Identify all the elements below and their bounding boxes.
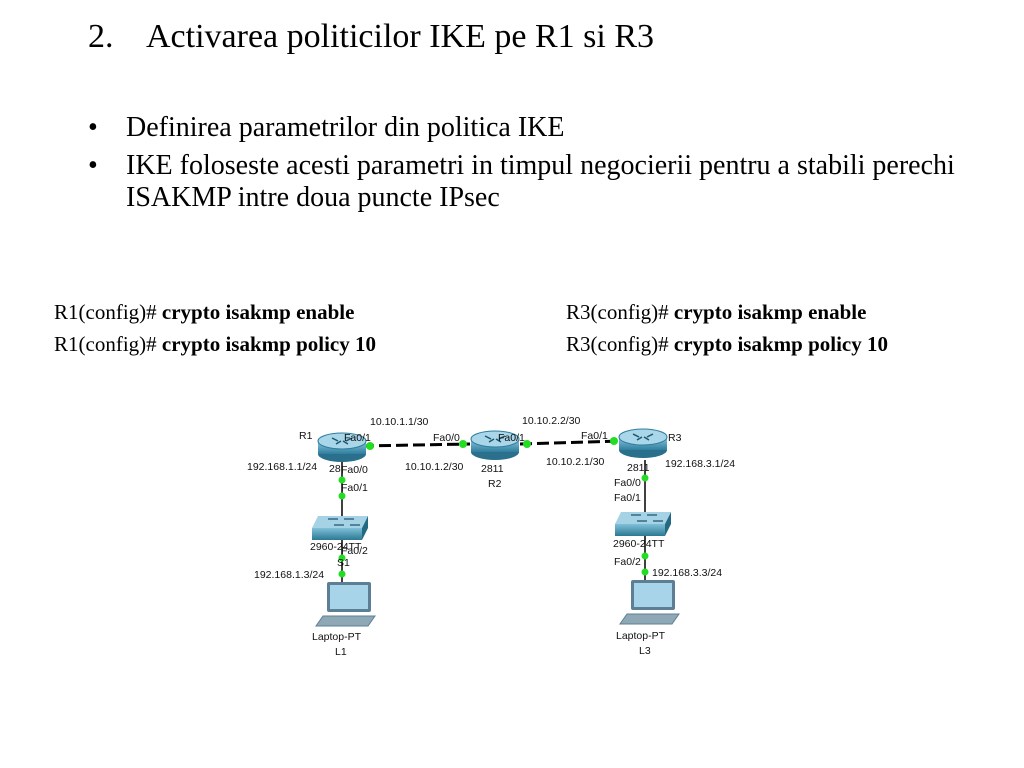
r1-ip-label: 192.168.1.1/24 (247, 461, 317, 473)
link23-ip-top-label: 10.10.2.2/30 (522, 415, 581, 427)
r3-model-label: 2811 (627, 462, 650, 474)
r3-name-label: R3 (668, 432, 682, 444)
bullet-item: •IKE foloseste acesti parametri in timpu… (88, 150, 955, 213)
link23-ip-bottom-label: 10.10.2.1/30 (546, 456, 605, 468)
bullet-dot: • (88, 150, 98, 181)
link-dot (338, 570, 346, 578)
link-dot (523, 440, 531, 448)
s3-down-if-label: Fa0/2 (614, 556, 641, 568)
r1-commands: R1(config)# crypto isakmp enable R1(conf… (54, 296, 376, 360)
router-icon (618, 428, 668, 458)
l1-type-label: Laptop-PT (312, 631, 362, 643)
title-number: 2. (88, 18, 114, 55)
r2-model-label: 2811 (481, 463, 504, 475)
link-dot (610, 437, 618, 445)
s1-down-if-label: Fa0/2 (341, 545, 368, 557)
laptop-icon (619, 580, 680, 625)
title-text: Activarea politicilor IKE pe R1 si R3 (146, 18, 654, 55)
link-dot (338, 554, 346, 562)
r2-right-if-label: Fa0/1 (498, 432, 525, 444)
r3-wan-if-label: Fa0/1 (581, 430, 608, 442)
r1-lan-if-label: Fa0/0 (341, 464, 368, 476)
link-dot (641, 568, 649, 576)
router-icon (317, 432, 367, 462)
s1-model-label: 2960-24TT (310, 541, 362, 553)
command-line: R3(config)# crypto isakmp policy 10 (566, 332, 888, 356)
link-dot (641, 474, 649, 482)
bullet-dot: • (88, 112, 98, 143)
l3-ip-label: 192.168.3.3/24 (652, 567, 722, 579)
r3-ip-label: 192.168.3.1/24 (665, 458, 735, 470)
l1-name-label: L1 (335, 646, 347, 658)
r1-wan-if-label: Fa0/1 (344, 432, 371, 444)
command-line: R1(config)# crypto isakmp enable (54, 300, 355, 324)
r3-commands: R3(config)# crypto isakmp enable R3(conf… (566, 296, 888, 360)
l3-name-label: L3 (639, 645, 651, 657)
r1-name-label: R1 (299, 430, 313, 442)
link-dot (459, 440, 467, 448)
s1-name-label: S1 (337, 557, 350, 569)
command-line: R1(config)# crypto isakmp policy 10 (54, 332, 376, 356)
r1-model-label: 28 (329, 463, 341, 475)
r2-ip-label: 10.10.1.2/30 (405, 461, 464, 473)
link-dot (338, 476, 346, 484)
switch-icon (312, 516, 368, 540)
r2-left-if-label: Fa0/0 (433, 432, 460, 444)
link12-ip-label: 10.10.1.1/30 (370, 416, 429, 428)
l3-type-label: Laptop-PT (616, 630, 666, 642)
slide-title: 2. Activarea politicilor IKE pe R1 si R3 (88, 18, 654, 56)
link-dot (366, 442, 374, 450)
bullet-item: •Definirea parametrilor din politica IKE (88, 112, 565, 143)
link-status-dots (338, 437, 649, 578)
r3-lan-if-label: Fa0/0 (614, 477, 641, 489)
link-dot (641, 552, 649, 560)
switch-icon (615, 512, 671, 536)
s1-up-if-label: Fa0/1 (341, 482, 368, 494)
link-dot (338, 492, 346, 500)
s3-model-label: 2960-24TT (613, 538, 665, 550)
l1-ip-label: 192.168.1.3/24 (254, 569, 324, 581)
link-r2-r3 (519, 439, 623, 446)
link-r1-r2 (361, 442, 471, 448)
command-line: R3(config)# crypto isakmp enable (566, 300, 867, 324)
topology-labels: R1 Fa0/1 192.168.1.1/24 28 Fa0/0 Fa0/1 1… (247, 415, 735, 658)
laptop-icon (315, 582, 376, 627)
bullet-list: •Definirea parametrilor din politica IKE… (88, 112, 968, 220)
router-icon (470, 430, 520, 460)
s3-up-if-label: Fa0/1 (614, 492, 641, 504)
r2-name-label: R2 (488, 478, 502, 490)
